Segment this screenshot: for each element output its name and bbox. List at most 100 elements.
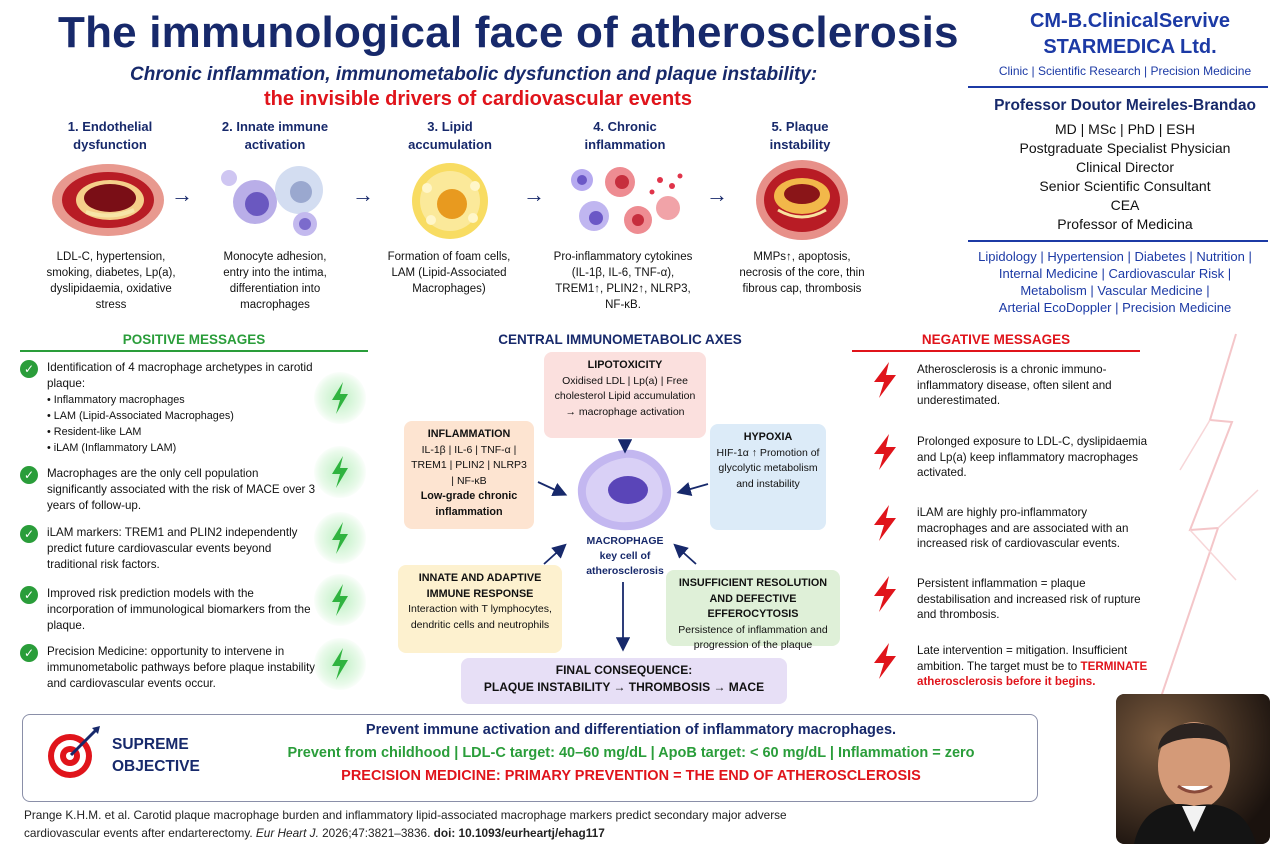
objective-line-1: Prevent immune activation and differenti…: [365, 722, 897, 738]
lipotoxicity-title: LIPOTOXICITY: [587, 359, 663, 371]
negative-item: Atherosclerosis is a chronic immuno-infl…: [870, 362, 1160, 409]
check-icon: ✓: [20, 644, 38, 662]
step-1-desc: LDL-C, hypertension, smoking, diabetes, …: [46, 251, 176, 311]
check-icon: ✓: [20, 525, 38, 543]
final-consequence-box: FINAL CONSEQUENCE: PLAQUE INSTABILITY → …: [461, 658, 787, 704]
author-credential: Senior Scientific Consultant: [1039, 178, 1211, 194]
central-arrows: [537, 439, 709, 652]
author-credential: Professor of Medicina: [1057, 216, 1193, 232]
positive-item-text: Macrophages are the only cell population…: [47, 467, 316, 512]
objective-line-2: Prevent from childhood | LDL-C target: 4…: [287, 745, 975, 761]
positive-messages-title: POSITIVE MESSAGES: [122, 332, 266, 347]
page-subtitle-highlight: the invisible drivers of cardiovascular …: [264, 88, 692, 110]
author-specialty: Arterial EcoDoppler | Precision Medicine: [998, 300, 1232, 315]
inflammation-box: INFLAMMATION IL-1β | IL-6 | TNF-α | TREM…: [404, 421, 534, 529]
step-4-desc: Pro-inflammatory cytokines (IL-1β, IL-6,…: [553, 251, 693, 311]
final-body: PLAQUE INSTABILITY → THROMBOSIS → MACE: [483, 680, 765, 694]
step-5-title: 5. Plaque instability: [769, 119, 831, 152]
arrow-right-icon: →: [171, 182, 193, 207]
author-divider: [968, 240, 1268, 242]
inflammation-body: IL-1β | IL-6 | TNF-α | TREM1 | PLIN2 | N…: [411, 443, 527, 487]
lightning-background: [1159, 333, 1259, 701]
negative-item: Prolonged exposure to LDL-C, dyslipidaem…: [870, 434, 1160, 481]
negative-divider: [852, 350, 1140, 352]
resolution-body: Persistence of inflammation and progress…: [678, 623, 828, 652]
green-lightning-icon: [314, 574, 366, 626]
innate-adaptive-body: Interaction with T lymphocytes, dendriti…: [408, 603, 552, 631]
step-5-desc: MMPs↑, apoptosis, necrosis of the core, …: [739, 251, 865, 295]
negative-item-text: Late intervention = mitigation. Insuffic…: [917, 643, 1160, 690]
step-3-desc: Formation of foam cells, LAM (Lipid-Asso…: [387, 251, 511, 295]
positive-item: ✓ Improved risk prediction models with t…: [20, 586, 320, 634]
negative-item-text-main: Late intervention = mitigation. Insuffic…: [917, 644, 1128, 673]
green-lightning-icon: [314, 446, 366, 498]
author-credential: Postgraduate Specialist Physician: [1019, 140, 1231, 156]
brand-tagline: Clinic | Scientific Research | Precision…: [998, 64, 1252, 78]
monocytes-illustration: [221, 166, 323, 236]
positive-item: ✓ Precision Medicine: opportunity to int…: [20, 644, 320, 692]
green-lightning-icon: [314, 638, 366, 690]
arrow-right-icon: →: [523, 182, 545, 207]
reference-doi[interactable]: doi: 10.1093/eurheartj/ehag117: [433, 826, 605, 840]
foam-cell-illustration: [412, 163, 488, 239]
macrophage-illustration: [577, 449, 672, 531]
green-lightning-icon: [314, 372, 366, 424]
red-lightning-icon: [874, 434, 896, 470]
reference-text: Prange K.H.M. et al. Carotid plaque macr…: [24, 808, 787, 840]
innate-adaptive-title: INNATE AND ADAPTIVE IMMUNE RESPONSE: [418, 572, 542, 600]
page-title: The immunological face of atherosclerosi…: [58, 8, 959, 57]
positive-item-text: iLAM markers: TREM1 and PLIN2 independen…: [47, 526, 298, 571]
negative-item-text: Atherosclerosis is a chronic immuno-infl…: [917, 363, 1112, 407]
positive-item: ✓ Macrophages are the only cell populati…: [20, 466, 320, 514]
bullet-item: LAM (Lipid-Associated Macrophages): [47, 408, 320, 424]
macrophage-title: MACROPHAGE: [586, 535, 664, 547]
positive-item-text: Improved risk prediction models with the…: [47, 587, 311, 632]
negative-item: Persistent inflammation = plaque destabi…: [870, 576, 1160, 623]
arrow-right-icon: →: [706, 182, 728, 207]
reference: Prange K.H.M. et al. Carotid plaque macr…: [24, 806, 844, 842]
brand-company: STARMEDICA Ltd.: [1043, 36, 1217, 58]
hypoxia-body: HIF-1α ↑ Promotion of glycolytic metabol…: [716, 446, 820, 490]
arrow-right-icon: →: [352, 182, 374, 207]
author-credential: MD | MSc | PhD | ESH: [1054, 121, 1196, 137]
step-2-desc: Monocyte adhesion, entry into the intima…: [223, 251, 327, 311]
bullet-item: Inflammatory macrophages: [47, 392, 320, 408]
positive-item-text: Identification of 4 macrophage archetype…: [47, 361, 313, 390]
hypoxia-title: HYPOXIA: [743, 431, 793, 443]
lipotoxicity-box: LIPOTOXICITY Oxidised LDL | Lp(a) | Free…: [544, 352, 706, 438]
step-3-title: 3. Lipid accumulation: [408, 119, 492, 152]
check-icon: ✓: [20, 586, 38, 604]
negative-item-emphasis: TERMINATE atherosclerosis before it begi…: [917, 659, 1148, 689]
objective-line-3: PRECISION MEDICINE: PRIMARY PREVENTION =…: [341, 768, 921, 784]
author-name: Professor Doutor Meireles-Brandao: [994, 97, 1256, 114]
artery-illustration: [52, 164, 164, 236]
author-credential: Clinical Director: [1075, 159, 1175, 175]
red-lightning-icon: [874, 643, 896, 679]
negative-messages-title: NEGATIVE MESSAGES: [921, 332, 1071, 347]
author-photo: [1116, 694, 1270, 844]
step-4-title: 4. Chronic inflammation: [584, 119, 666, 152]
green-lightning-icon: [314, 512, 366, 564]
check-icon: ✓: [20, 360, 38, 378]
author-specialty: Metabolism | Vascular Medicine |: [1020, 283, 1210, 298]
resolution-title: INSUFFICIENT RESOLUTION AND DEFECTIVE EF…: [678, 577, 828, 620]
step-1-title: 1. Endothelial dysfunction: [67, 119, 153, 152]
inflammation-footer: Low-grade chronic inflammation: [420, 490, 518, 518]
brand-name: CM-B.ClinicalServive: [1029, 10, 1231, 32]
red-lightning-icon: [874, 505, 896, 541]
unstable-plaque-illustration: [756, 160, 848, 240]
positive-item-text: Precision Medicine: opportunity to inter…: [47, 645, 316, 690]
positive-item: ✓ iLAM markers: TREM1 and PLIN2 independ…: [20, 525, 320, 573]
negative-item-text: Persistent inflammation = plaque destabi…: [917, 577, 1141, 621]
resolution-box: INSUFFICIENT RESOLUTION AND DEFECTIVE EF…: [666, 570, 840, 651]
target-icon: [48, 726, 100, 778]
final-title: FINAL CONSEQUENCE:: [555, 663, 693, 677]
red-lightning-icon: [874, 362, 896, 398]
page-subtitle: Chronic inflammation, immunometabolic dy…: [130, 64, 818, 85]
brand-divider: [968, 86, 1268, 88]
bullet-item: iLAM (Inflammatory LAM): [47, 440, 320, 456]
innate-adaptive-box: INNATE AND ADAPTIVE IMMUNE RESPONSE Inte…: [398, 565, 562, 653]
negative-item: iLAM are highly pro-inflammatory macroph…: [870, 505, 1160, 552]
reference-details: 2026;47:3821–3836.: [322, 826, 431, 840]
lipotoxicity-body: Oxidised LDL | Lp(a) | Free cholesterol …: [554, 374, 696, 418]
